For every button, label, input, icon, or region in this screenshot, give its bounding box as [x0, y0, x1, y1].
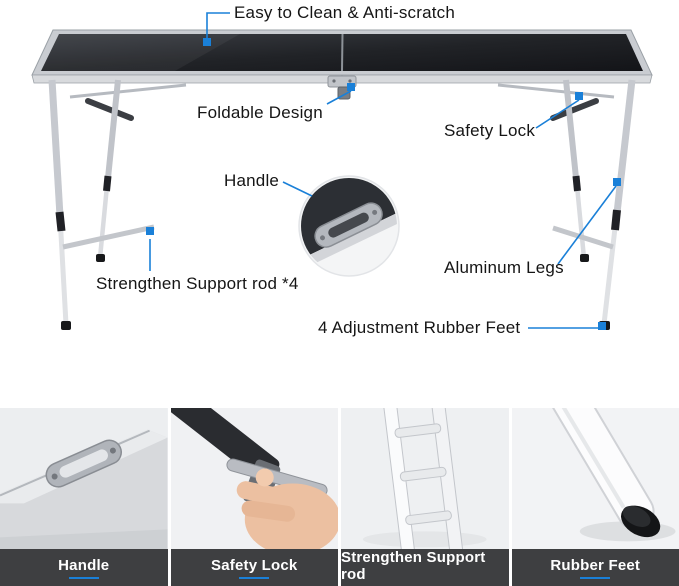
support-rod-left: [62, 224, 155, 250]
rubber-feet-photo-art: [511, 408, 679, 549]
rubber-feet-photo: [511, 408, 679, 549]
folding-braces: [69, 83, 615, 121]
callout-line-aluminum-legs: [557, 185, 617, 265]
support-rod-right: [552, 225, 614, 250]
callout-lines: [146, 12, 621, 330]
label-accent-line: [239, 576, 270, 579]
thumbnail-label-bar: Rubber Feet: [511, 549, 679, 586]
thumbnail-label: Safety Lock: [211, 556, 298, 574]
label-accent-line: [580, 576, 611, 579]
thumbnail-label-bar: Strengthen Support rod: [341, 549, 509, 586]
callout-marker-rubber-feet: [598, 322, 606, 330]
table-legs: [48, 79, 636, 330]
callout-handle: Handle: [224, 171, 280, 190]
thumbnail-safety-lock: Safety Lock: [170, 408, 338, 586]
callout-easy-clean: Easy to Clean & Anti-scratch: [234, 3, 456, 22]
support-rod-photo-art: [341, 408, 509, 549]
handle-photo-art: [0, 408, 168, 549]
callout-marker-support-rod: [146, 227, 154, 235]
callout-support-rod: Strengthen Support rod *4: [96, 274, 299, 293]
callout-marker-safety-lock: [575, 92, 583, 100]
thumbnail-label-bar: Handle: [0, 549, 168, 586]
thumbnail-label: Strengthen Support rod: [341, 549, 486, 583]
callout-line-foldable: [326, 90, 352, 105]
thumbnail-label-bar: Safety Lock: [170, 549, 338, 586]
thumbnail-rubber-feet: Rubber Feet: [511, 408, 679, 586]
safety-lock-photo-art: [170, 408, 338, 549]
callout-line-easy-clean: [206, 12, 230, 38]
callout-aluminum-legs: Aluminum Legs: [444, 258, 564, 277]
callout-rubber-feet: 4 Adjustment Rubber Feet: [318, 318, 521, 337]
callout-safety-lock: Safety Lock: [444, 121, 536, 140]
thumbnail-support-rod: Strengthen Support rod: [341, 408, 509, 586]
detail-thumbnails: Handle Safety Lock: [0, 408, 679, 586]
handle-inset-photo: [298, 175, 400, 277]
callout-marker-aluminum-legs: [613, 178, 621, 186]
handle-photo: [0, 408, 168, 549]
label-accent-line: [68, 576, 99, 579]
thumbnail-handle: Handle: [0, 408, 168, 586]
feature-diagram: Easy to Clean & Anti-scratch Foldable De…: [31, 3, 653, 337]
support-rod-photo: [341, 408, 509, 549]
table-top: [31, 29, 653, 84]
callout-marker-foldable: [347, 83, 355, 91]
safety-lock-photo: [170, 408, 338, 549]
callout-line-handle: [282, 181, 313, 197]
callout-foldable: Foldable Design: [197, 103, 323, 122]
thumbnail-label: Handle: [58, 556, 110, 574]
callout-marker-easy-clean: [203, 38, 211, 46]
thumbnail-label: Rubber Feet: [550, 556, 641, 574]
callout-line-safety-lock: [535, 99, 580, 129]
table-illustration: [31, 12, 653, 330]
